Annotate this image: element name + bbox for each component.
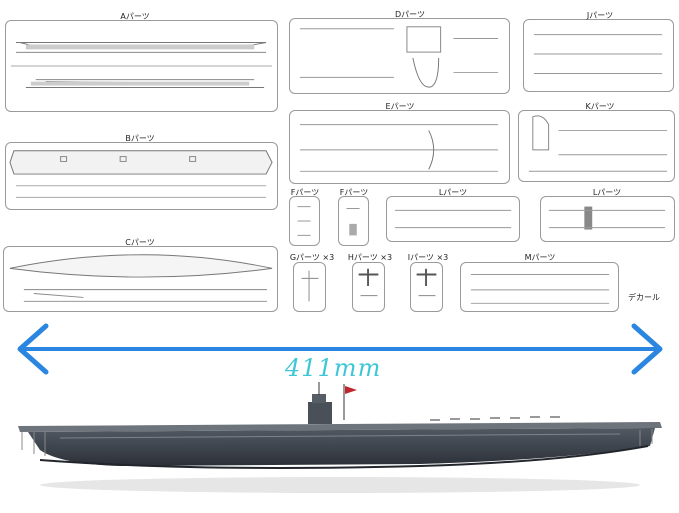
- part-label-i: Iパーツ ×3: [407, 253, 449, 262]
- part-label-a: Aパーツ: [120, 12, 150, 21]
- part-label-b: Bパーツ: [125, 134, 155, 143]
- part-label-h: Hパーツ ×3: [347, 253, 393, 262]
- sprue-b: [5, 142, 278, 210]
- part-label-g: Gパーツ ×3: [289, 253, 335, 262]
- sprue-k: [518, 110, 675, 182]
- sprue-e: [289, 110, 510, 184]
- sprue-c: [3, 246, 278, 312]
- sprue-a: [5, 20, 278, 112]
- sprue-g: [293, 262, 326, 312]
- part-label-l1: Lパーツ: [438, 188, 468, 197]
- sprue-l1: [386, 196, 520, 242]
- part-label-c: Cパーツ: [125, 238, 155, 247]
- sprue-i: [410, 262, 443, 312]
- sprue-d: [289, 18, 510, 94]
- ship-model: [18, 382, 662, 493]
- sprue-l2: [540, 196, 675, 242]
- part-label-f2: Fパーツ: [339, 188, 369, 197]
- sprue-f1: [289, 196, 320, 246]
- part-label-l2: Lパーツ: [592, 188, 622, 197]
- sprue-m: [460, 262, 619, 312]
- part-label-k: Kパーツ: [585, 102, 615, 111]
- decal-label: デカール: [628, 293, 660, 302]
- sprue-j: [523, 19, 674, 92]
- part-label-j: Jパーツ: [586, 11, 614, 20]
- part-label-e: Eパーツ: [385, 102, 415, 111]
- sprue-h: [352, 262, 385, 312]
- part-label-f1: Fパーツ: [290, 188, 320, 197]
- length-label: 411mm: [285, 354, 382, 382]
- part-label-d: Dパーツ: [395, 10, 425, 19]
- part-label-m: Mパーツ: [524, 253, 556, 262]
- sprue-f2: [338, 196, 369, 246]
